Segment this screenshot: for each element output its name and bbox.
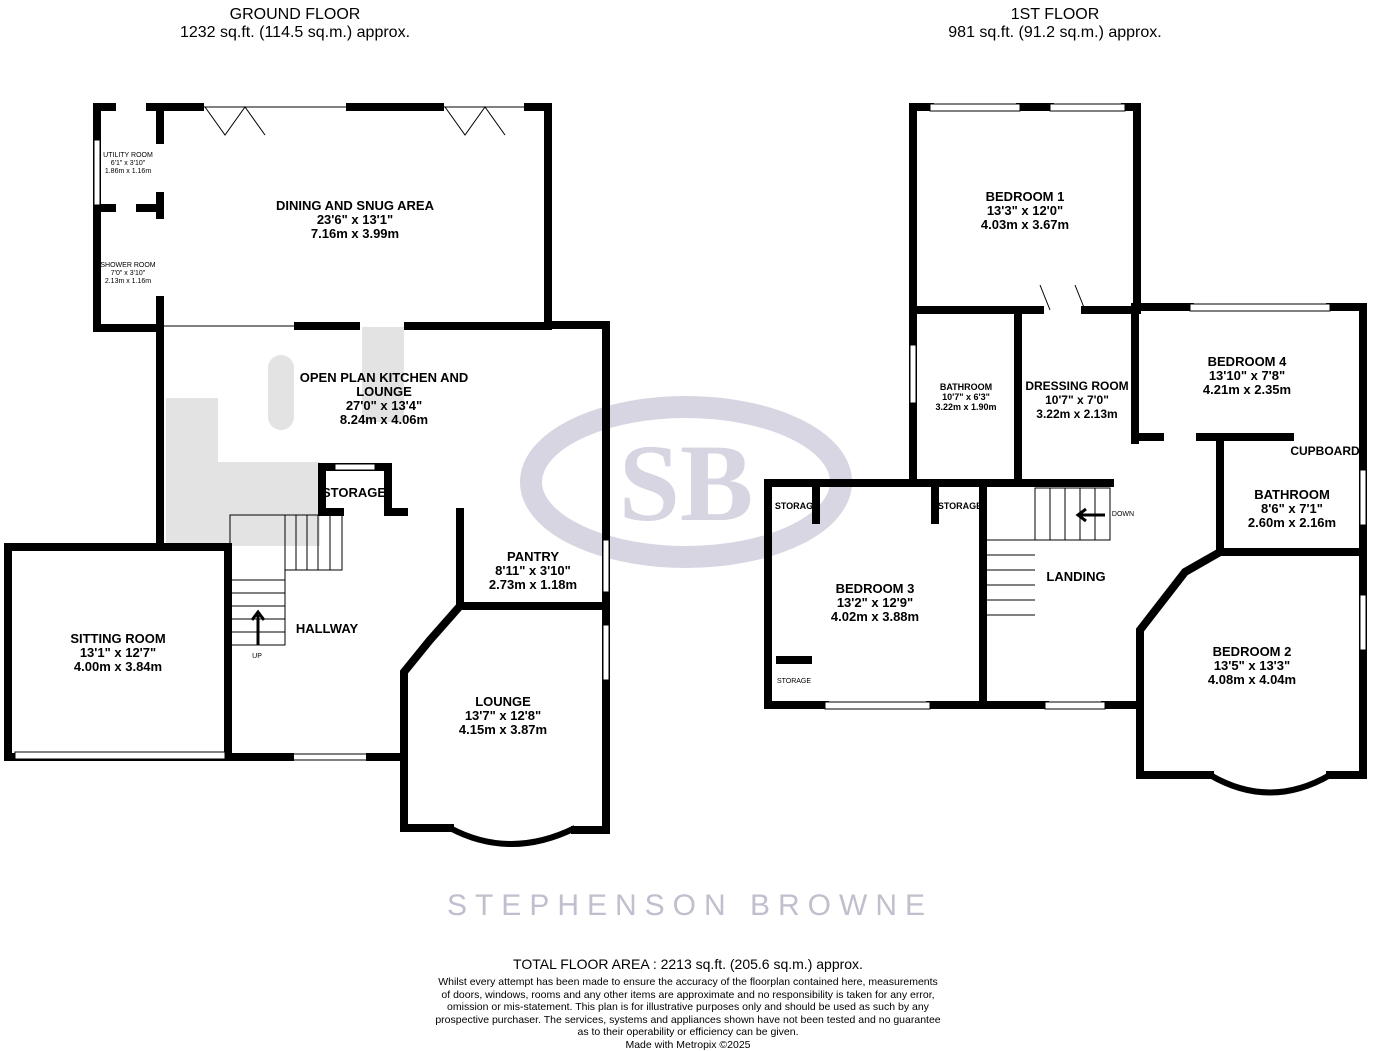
room-storage-2: STORAGE [938,501,982,511]
room-storage-1: STORAGE [775,501,819,511]
ground-floor-header: GROUND FLOOR 1232 sq.ft. (114.5 sq.m.) a… [170,6,420,42]
room-hallway: HALLWAY [296,622,358,636]
room-storage-ground: STORAGE [322,486,386,500]
ground-floor-title: GROUND FLOOR [170,6,420,24]
first-floor-header: 1ST FLOOR 981 sq.ft. (91.2 sq.m.) approx… [925,6,1185,42]
room-storage-3: STORAGE [777,678,811,686]
watermark-monogram: SB [619,422,754,544]
first-floor-title: 1ST FLOOR [925,6,1185,24]
stairs-up-label: UP [252,653,262,661]
total-floor-area: TOTAL FLOOR AREA : 2213 sq.ft. (205.6 sq… [0,956,1376,972]
room-cupboard: CUPBOARD [1290,444,1359,458]
ground-floor-area: 1232 sq.ft. (114.5 sq.m.) approx. [170,24,420,42]
first-floor-area: 981 sq.ft. (91.2 sq.m.) approx. [925,24,1185,42]
room-landing: LANDING [1046,570,1105,584]
stairs-down-label: DOWN [1112,511,1134,519]
made-with: Made with Metropix ©2025 [0,1039,1376,1051]
kitchen-fixtures [166,327,404,546]
watermark-brand: STEPHENSON BROWNE [447,889,933,922]
disclaimer: Whilst every attempt has been made to en… [0,976,1376,1051]
